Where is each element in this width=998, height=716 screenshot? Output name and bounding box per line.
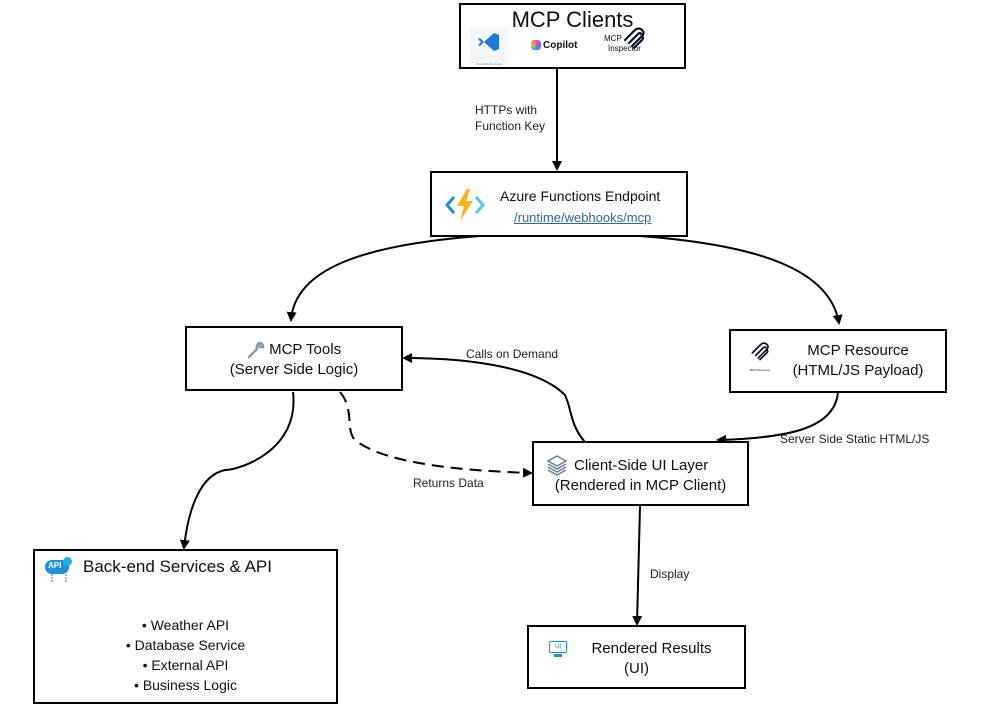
endpoint-path-link[interactable]: /runtime/webhooks/mcp	[514, 210, 652, 225]
client-ui-layer-box: Client-Side UI Layer (Rendered in MCP Cl…	[532, 441, 749, 506]
tools-title: MCP Tools	[269, 341, 342, 358]
edge-label-server-side-static: Server Side Static HTML/JS	[780, 432, 930, 446]
backend-list-item: • External API	[142, 657, 229, 673]
edge-label-calls-on-demand: Calls on Demand	[466, 347, 559, 361]
mcp-clients-title: MCP Clients	[511, 7, 634, 32]
resource-subtitle: (HTML/JS Payload)	[792, 362, 924, 379]
backend-list-item: • Database Service	[125, 637, 246, 653]
tools-subtitle: (Server Side Logic)	[229, 361, 359, 378]
backend-list-item: • Business Logic	[134, 677, 237, 693]
edge-returns-data	[339, 391, 533, 478]
backend-services-box: API Back-end Services & API • Weather AP…	[33, 549, 338, 704]
edge-label-display: Display	[650, 567, 690, 581]
monitor-ui-icon: UI	[549, 641, 567, 657]
wrench-icon	[247, 341, 265, 359]
vscode-icon: Visual Studio Code	[470, 27, 508, 66]
client-ui-subtitle: (Rendered in MCP Client)	[554, 477, 727, 494]
edge-calls-on-demand	[402, 353, 586, 443]
edge-endpoint-to-tools	[286, 235, 481, 322]
edge-display	[632, 505, 643, 626]
edge-label-https: HTTPs with Function Key	[475, 103, 546, 133]
client-ui-title: Client-Side UI Layer	[574, 457, 709, 474]
mcp-resource-box: MCP Resource MCP Resource (HTML/JS Paylo…	[729, 329, 947, 393]
mcp-clients-box: MCP Clients Visual Studio Code Copilot M…	[459, 3, 686, 69]
results-title: Rendered Results	[591, 640, 712, 657]
copilot-icon	[531, 40, 541, 51]
edge-resource-to-ui	[716, 391, 839, 445]
mcp-inspector-item: MCP Inspector	[604, 27, 645, 54]
endpoint-title: Azure Functions Endpoint	[500, 188, 661, 204]
mcp-resource-icon: MCP Resource	[748, 341, 772, 372]
results-subtitle: (UI)	[624, 660, 649, 677]
backend-list-item: • Weather API	[141, 617, 230, 633]
api-cloud-icon: API	[45, 557, 73, 583]
backend-list: • Weather API • Database Service • Exter…	[35, 615, 336, 695]
edge-tools-to-backend	[179, 391, 295, 550]
rendered-results-box: UI Rendered Results (UI)	[527, 625, 746, 689]
azure-functions-endpoint-box: Azure Functions Endpoint /runtime/webhoo…	[430, 171, 688, 237]
layers-icon	[546, 455, 568, 476]
copilot-item: Copilot	[531, 40, 577, 51]
edge-endpoint-to-resource	[639, 235, 843, 325]
mcp-inspector-icon	[623, 27, 645, 50]
mcp-tools-box: MCP Tools (Server Side Logic)	[185, 326, 403, 391]
azure-functions-icon	[445, 189, 485, 221]
edge-label-returns-data: Returns Data	[413, 476, 484, 490]
resource-title: MCP Resource	[807, 342, 909, 359]
backend-title: Back-end Services & API	[83, 557, 272, 576]
